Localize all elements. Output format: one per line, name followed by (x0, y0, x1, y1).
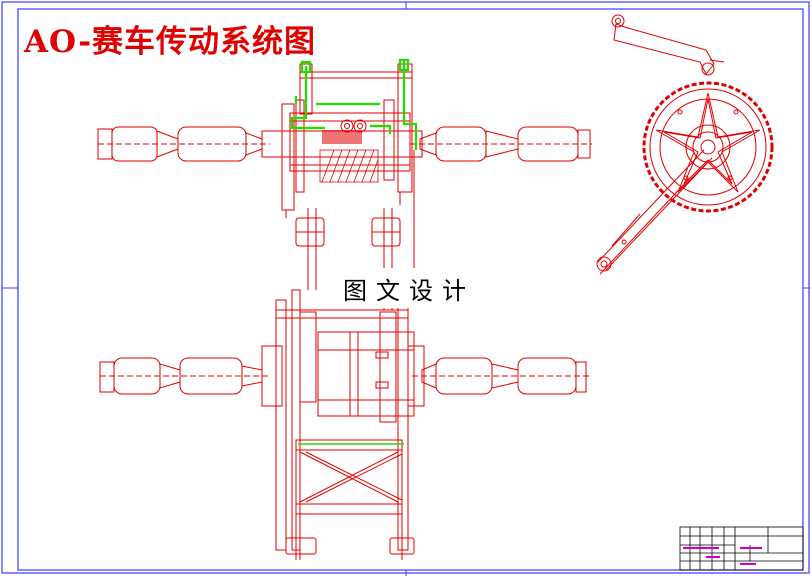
top-right-halfshaft (410, 126, 592, 162)
section-hatching (319, 130, 379, 183)
bottom-right-halfshaft (412, 357, 590, 395)
sprocket-outer (642, 81, 774, 213)
bottom-mounts (285, 532, 415, 560)
highlighted-components (290, 58, 418, 150)
title-block (679, 526, 804, 571)
top-drive-assembly (97, 63, 592, 218)
sprocket-spider (655, 92, 761, 193)
bottom-housing (261, 289, 425, 551)
top-left-halfshaft (97, 126, 270, 162)
sprocket-detail (596, 14, 774, 275)
lower-frame-bracing (295, 439, 403, 560)
differential-housing (261, 63, 423, 218)
watermark-label: 图文设计 (334, 268, 484, 308)
drawing-title: AO-赛车传动系统图 (24, 24, 317, 60)
bottom-left-halfshaft (99, 357, 270, 395)
bottom-drive-assembly (99, 289, 590, 560)
title-block-marks (683, 547, 762, 565)
